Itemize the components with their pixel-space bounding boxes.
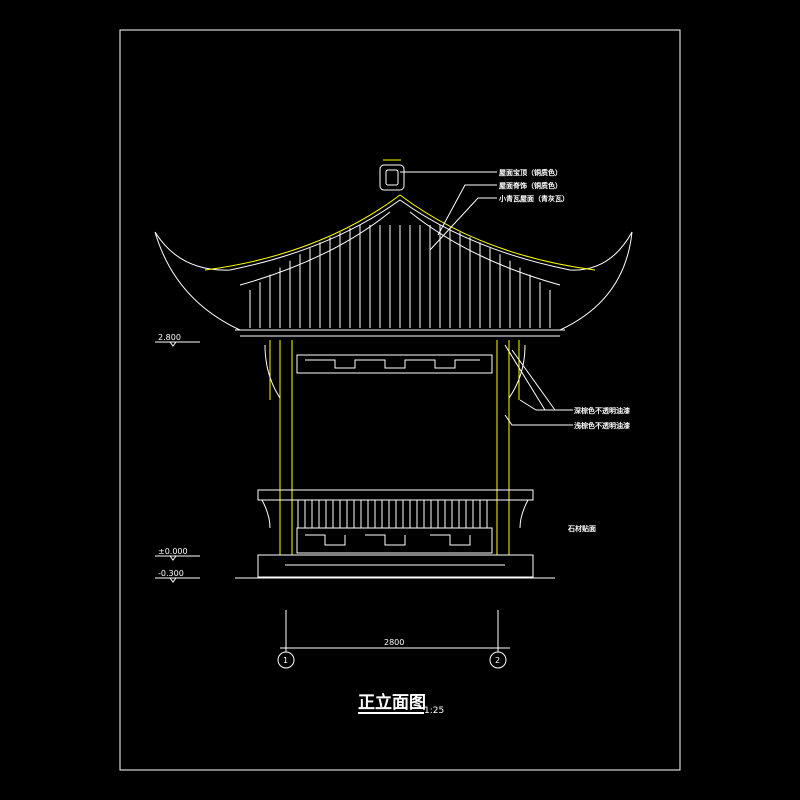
note-ridge: 屋面脊饰（铜质色） [499, 181, 562, 190]
level-roof: 2.800 [158, 333, 181, 342]
note-roof-tile: 小青瓦屋面（青灰瓦） [498, 194, 569, 203]
columns [269, 340, 520, 555]
drawing-title: 正立面图 [358, 692, 426, 713]
note-dark-paint: 深棕色不透明油漆 [574, 406, 630, 415]
platform [235, 554, 555, 579]
level-marks [155, 341, 200, 583]
railing [257, 489, 534, 554]
dimension-line [277, 610, 510, 669]
axis-2: 2 [495, 656, 500, 665]
drawing-scale: 1:25 [424, 706, 444, 716]
note-finial: 屋面宝顶（铜质色） [499, 168, 562, 177]
level-ground: ±0.000 [158, 547, 188, 556]
dimension-value: 2800 [384, 638, 404, 647]
roof [154, 194, 633, 337]
lattice-frieze [296, 354, 493, 374]
sheet-frame [119, 29, 681, 771]
brackets [264, 344, 556, 411]
leader-lines [400, 171, 573, 426]
level-base: -0.300 [158, 569, 184, 578]
axis-1: 1 [283, 656, 288, 665]
roof-finial [379, 159, 405, 191]
note-stone: 石材贴面 [567, 524, 596, 533]
note-light-paint: 浅棕色不透明油漆 [574, 421, 630, 430]
